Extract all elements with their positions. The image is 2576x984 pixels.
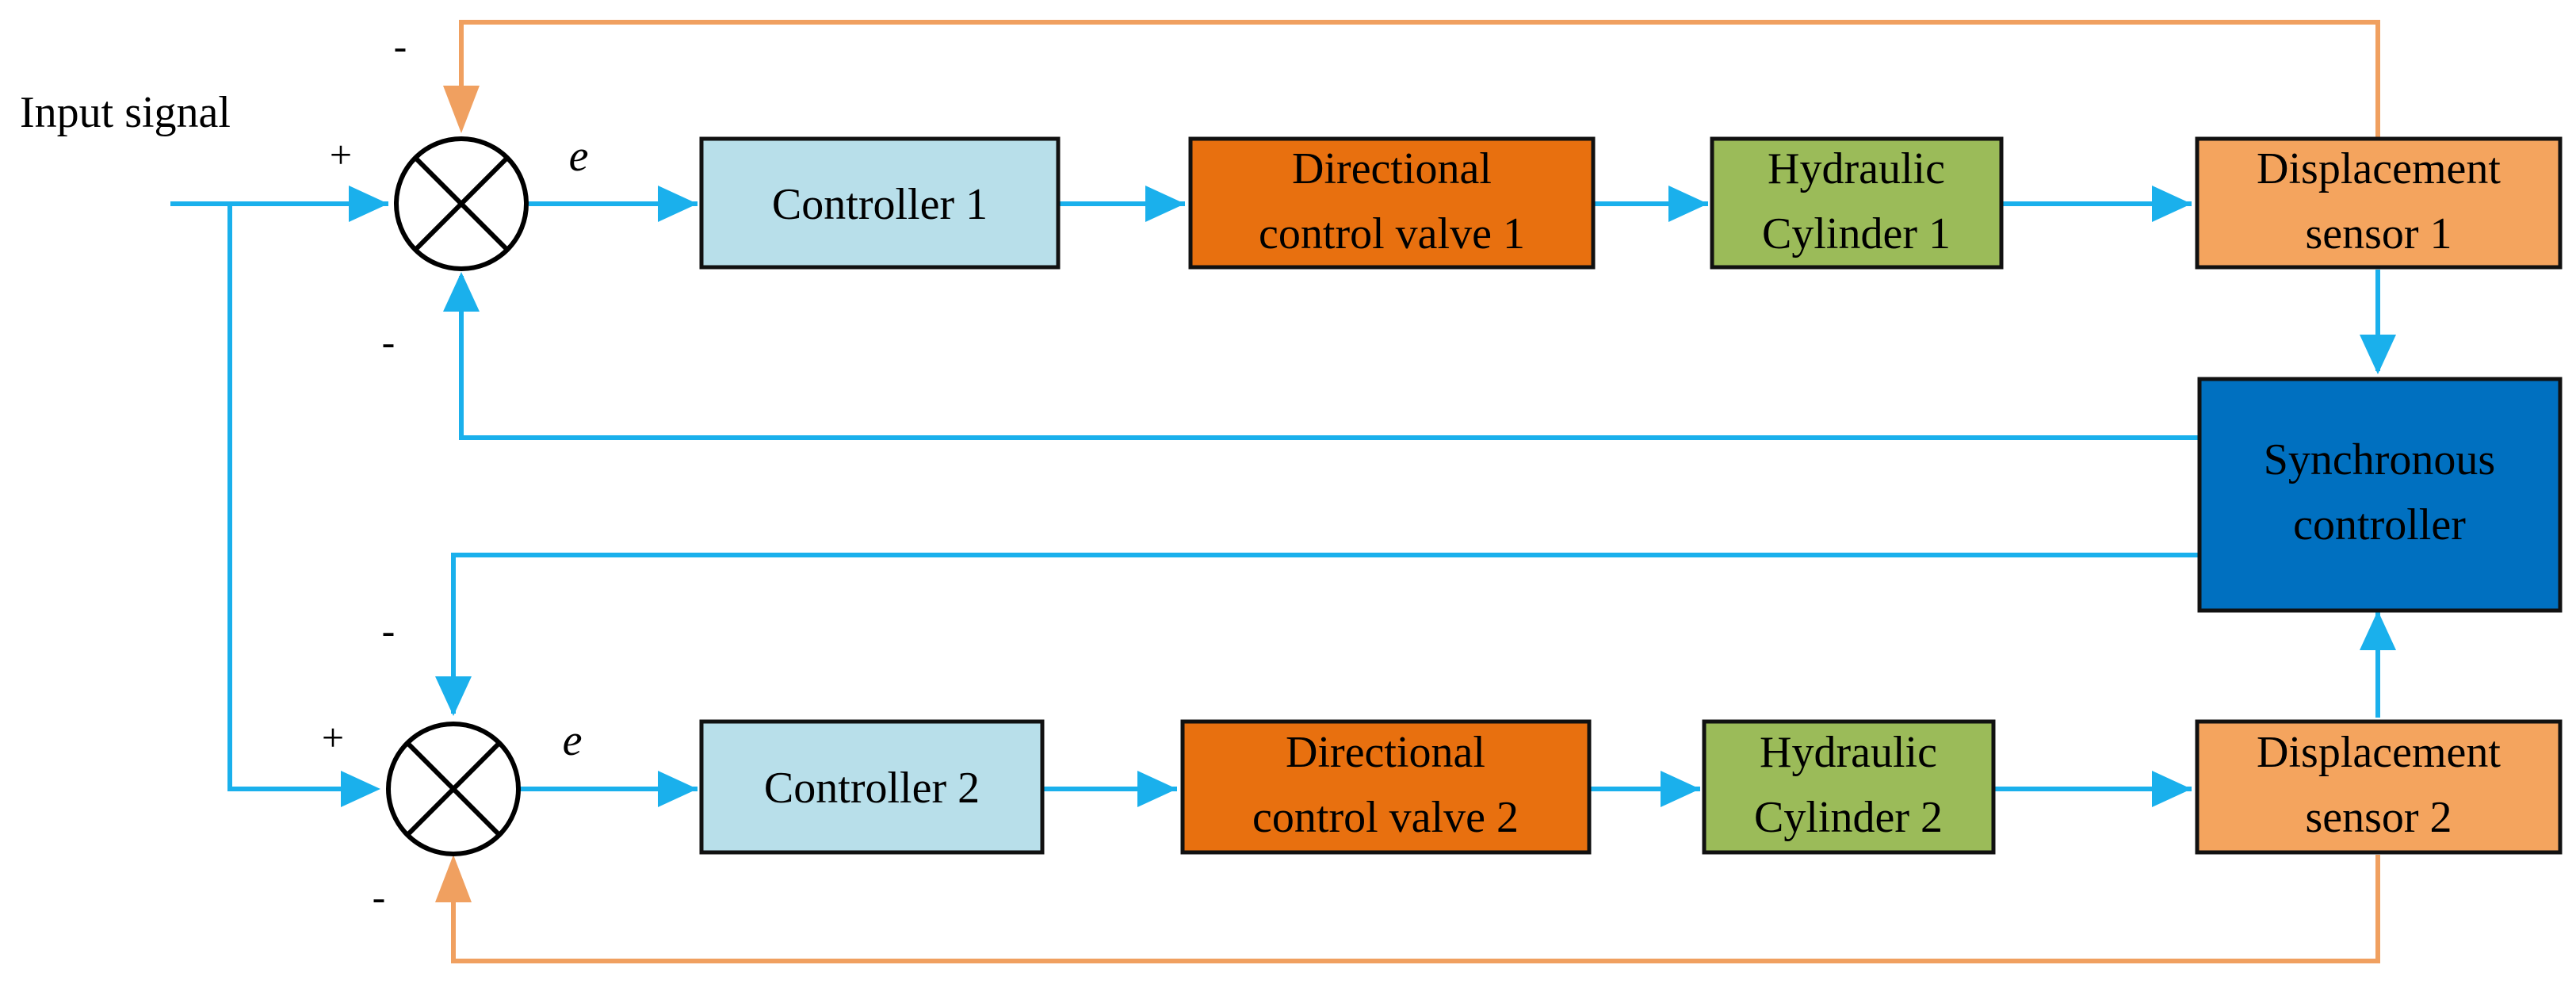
arrowhead [1668,186,1708,222]
valve-1-label-line1: Directional [1292,144,1492,193]
controller-2-block: Controller 2 [699,719,1045,855]
sum1-bottom-sign: - [382,320,396,364]
svg-text:control valve 1: control valve 1 [1259,209,1525,258]
svg-text:Hydraulic: Hydraulic [1768,144,1945,193]
displacement-sensor-1-block: Displacement sensor 1 [2195,136,2563,270]
arrowhead [435,855,472,902]
error-label-2: e [563,716,583,765]
svg-text:Directional: Directional [1292,144,1492,193]
controller-1-label: Controller 1 [772,180,988,229]
summing-junction-2 [386,722,521,856]
valve-1-label-line2: control valve 1 [1259,209,1525,258]
svg-text:Controller 2: Controller 2 [764,764,980,813]
input-signal-label: Input signal [20,88,231,137]
sensor1-feedback-line [459,20,2380,139]
sensor-1-label-line1: Displacement [2257,144,2501,193]
svg-text:sensor 2: sensor 2 [2305,793,2452,842]
controller-2-label: Controller 2 [764,764,980,813]
arrowhead [2360,611,2396,650]
arrowhead [658,771,698,807]
sensor-2-label-line1: Displacement [2257,728,2501,777]
arrowhead [1661,771,1700,807]
valve-2-label-line1: Directional [1286,728,1485,777]
sensor-1-label-line2: sensor 1 [2305,209,2452,258]
sum2-bottom-sign: - [373,875,386,919]
sync-to-sum1-line [459,276,2200,440]
sum2-top-sign: - [382,608,396,653]
cylinder-1-label-line2: Cylinder 1 [1762,209,1951,258]
arrowhead [1145,186,1185,222]
arrowhead [443,86,480,133]
svg-text:Hydraulic: Hydraulic [1760,728,1937,777]
sync-label-line1: Synchronous [2264,435,2495,484]
sync-to-sum2-line [451,553,2200,714]
arrowhead [2152,186,2192,222]
sync-label-line2: controller [2293,500,2466,549]
sum1-left-sign: + [330,132,352,177]
input-line [170,201,373,791]
sum1-top-sign: - [394,24,407,68]
cylinder-2-label-line2: Cylinder 2 [1754,793,1943,842]
svg-text:Displacement: Displacement [2257,728,2501,777]
arrowhead [349,186,388,222]
valve-2-label-line2: control valve 2 [1252,793,1519,842]
svg-text:sensor 1: sensor 1 [2305,209,2452,258]
sensor2-feedback-line [451,855,2380,963]
svg-text:Cylinder 2: Cylinder 2 [1754,793,1943,842]
cylinder-1-label-line1: Hydraulic [1768,144,1945,193]
arrowhead [443,272,480,312]
sum2-left-sign: + [322,715,344,760]
error-label-1: e [569,132,589,181]
displacement-sensor-2-block: Displacement sensor 2 [2195,719,2563,855]
summing-junction-1 [394,136,529,271]
arrowhead [2360,335,2396,374]
sensor-2-label-line2: sensor 2 [2305,793,2452,842]
svg-text:Controller 1: Controller 1 [772,180,988,229]
svg-text:Directional: Directional [1286,728,1485,777]
controller-1-block: Controller 1 [699,136,1061,270]
directional-valve-1-block: Directional control valve 1 [1188,136,1596,270]
svg-text:Cylinder 1: Cylinder 1 [1762,209,1951,258]
arrowhead [435,676,472,716]
hydraulic-cylinder-2-block: Hydraulic Cylinder 2 [1702,719,1996,855]
arrowhead [1137,771,1177,807]
arrowhead [2152,771,2192,807]
synchronous-controller-block: Synchronous controller [2197,377,2563,613]
svg-text:Synchronous: Synchronous [2264,435,2495,484]
svg-text:Displacement: Displacement [2257,144,2501,193]
arrowhead [341,771,380,807]
hydraulic-cylinder-1-block: Hydraulic Cylinder 1 [1710,136,2004,270]
svg-text:control valve 2: control valve 2 [1252,793,1519,842]
svg-text:controller: controller [2293,500,2466,549]
arrowhead [658,186,698,222]
directional-valve-2-block: Directional control valve 2 [1180,719,1592,855]
cylinder-2-label-line1: Hydraulic [1760,728,1937,777]
